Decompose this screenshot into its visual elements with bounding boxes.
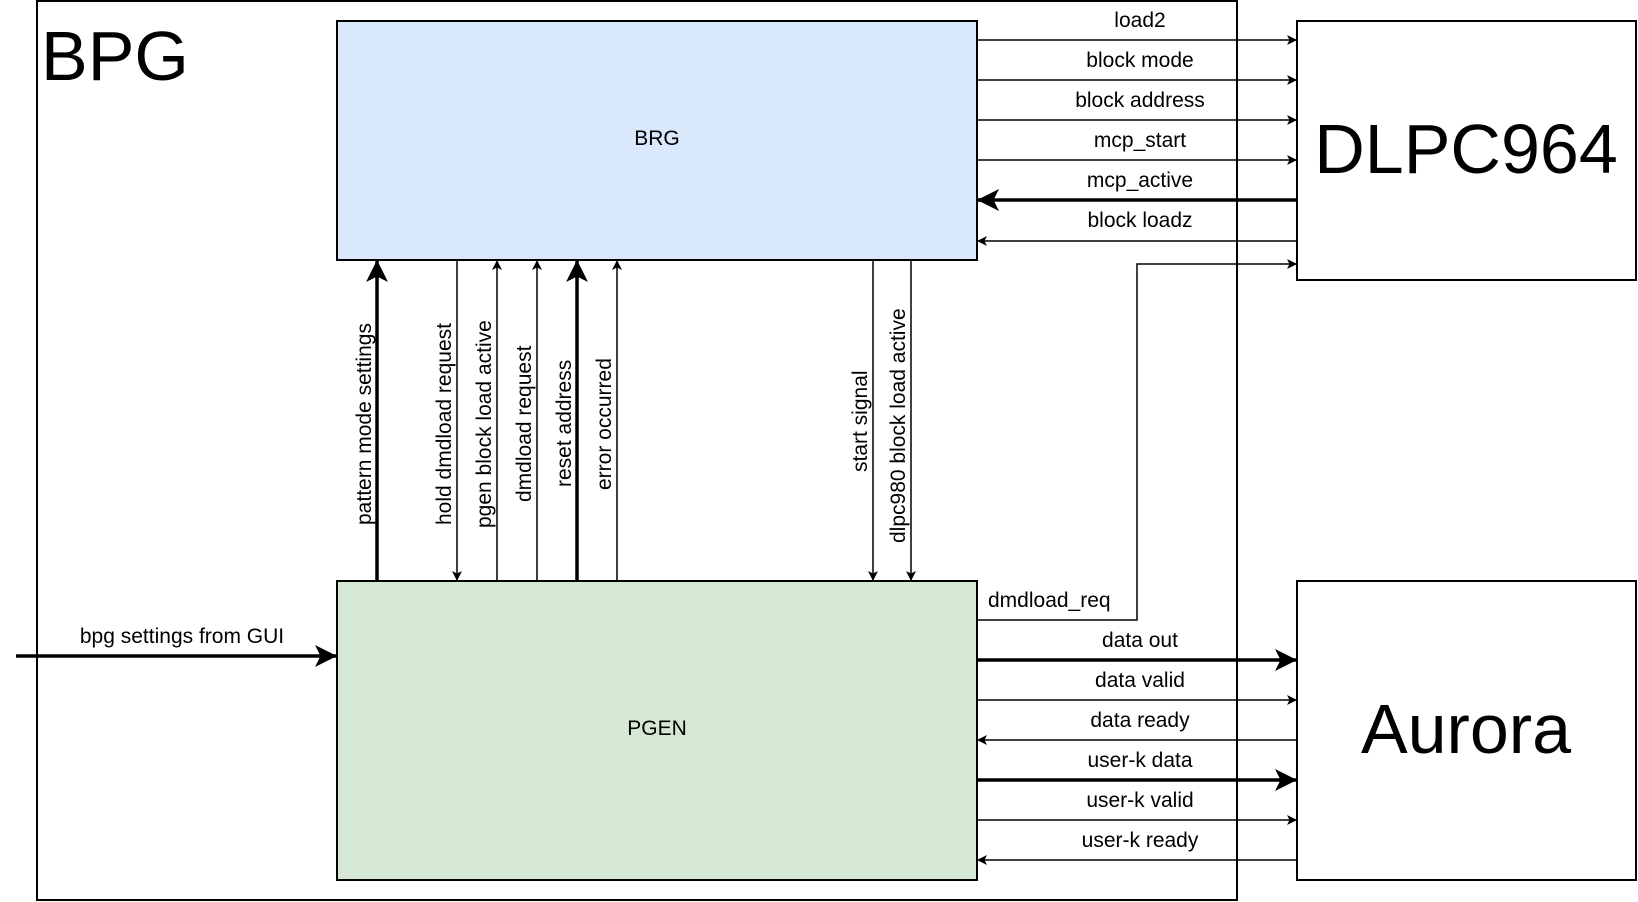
signal-label-pattern-mode-settings: pattern mode settings [353,323,376,525]
pgen-aurora-signals: data out data valid data ready user-k da… [977,629,1297,865]
signal-label-data-out: data out [1102,629,1178,652]
signal-label-data-valid: data valid [1095,669,1185,692]
signal-label-mcp-start: mcp_start [1094,129,1186,152]
signal-label-error-occurred: error occurred [593,358,616,490]
aurora-block [1296,580,1637,881]
bpg-title: BPG [41,17,189,95]
brg-label: BRG [634,127,680,150]
signal-label-data-ready: data ready [1090,709,1190,732]
signal-label-dmdload-req: dmdload_req [988,589,1111,612]
signal-label-mcp-active: mcp_active [1087,169,1193,192]
signal-label-block-mode: block mode [1086,49,1193,72]
signal-label-dlpc980-block-load-active: dlpc980 block load active [887,308,910,543]
pgen-block [336,580,978,881]
aurora-label: Aurora [1361,690,1571,768]
signal-label-start-signal: start signal [849,370,872,472]
signal-label-dmdload-request: dmdload request [513,345,536,502]
signal-label-block-address: block address [1075,89,1205,112]
brg-pgen-signals: pattern mode settings hold dmdload reque… [353,260,916,581]
signal-label-user-k-valid: user-k valid [1086,789,1193,812]
signal-label-hold-dmdload-request: hold dmdload request [433,323,456,525]
signal-label-user-k-data: user-k data [1087,749,1192,772]
brg-dlpc-signals: load2 block mode block address mcp_start… [977,9,1297,246]
signal-label-block-loadz: block loadz [1087,209,1192,232]
dlpc964-block [1296,20,1637,281]
signal-label-reset-address: reset address [553,360,576,487]
signal-label-user-k-ready: user-k ready [1082,829,1199,852]
gui-settings-signal: bpg settings from GUI [16,625,337,667]
pgen-label: PGEN [627,717,687,740]
dlpc964-label: DLPC964 [1314,110,1618,188]
signal-label-load2: load2 [1114,9,1165,32]
signal-label-pgen-block-load-active: pgen block load active [473,320,496,528]
signal-arrow [977,259,1297,621]
brg-block [336,20,978,261]
dmdload-req-signal: dmdload_req [977,259,1297,621]
signal-label-bpg-settings: bpg settings from GUI [80,625,284,648]
